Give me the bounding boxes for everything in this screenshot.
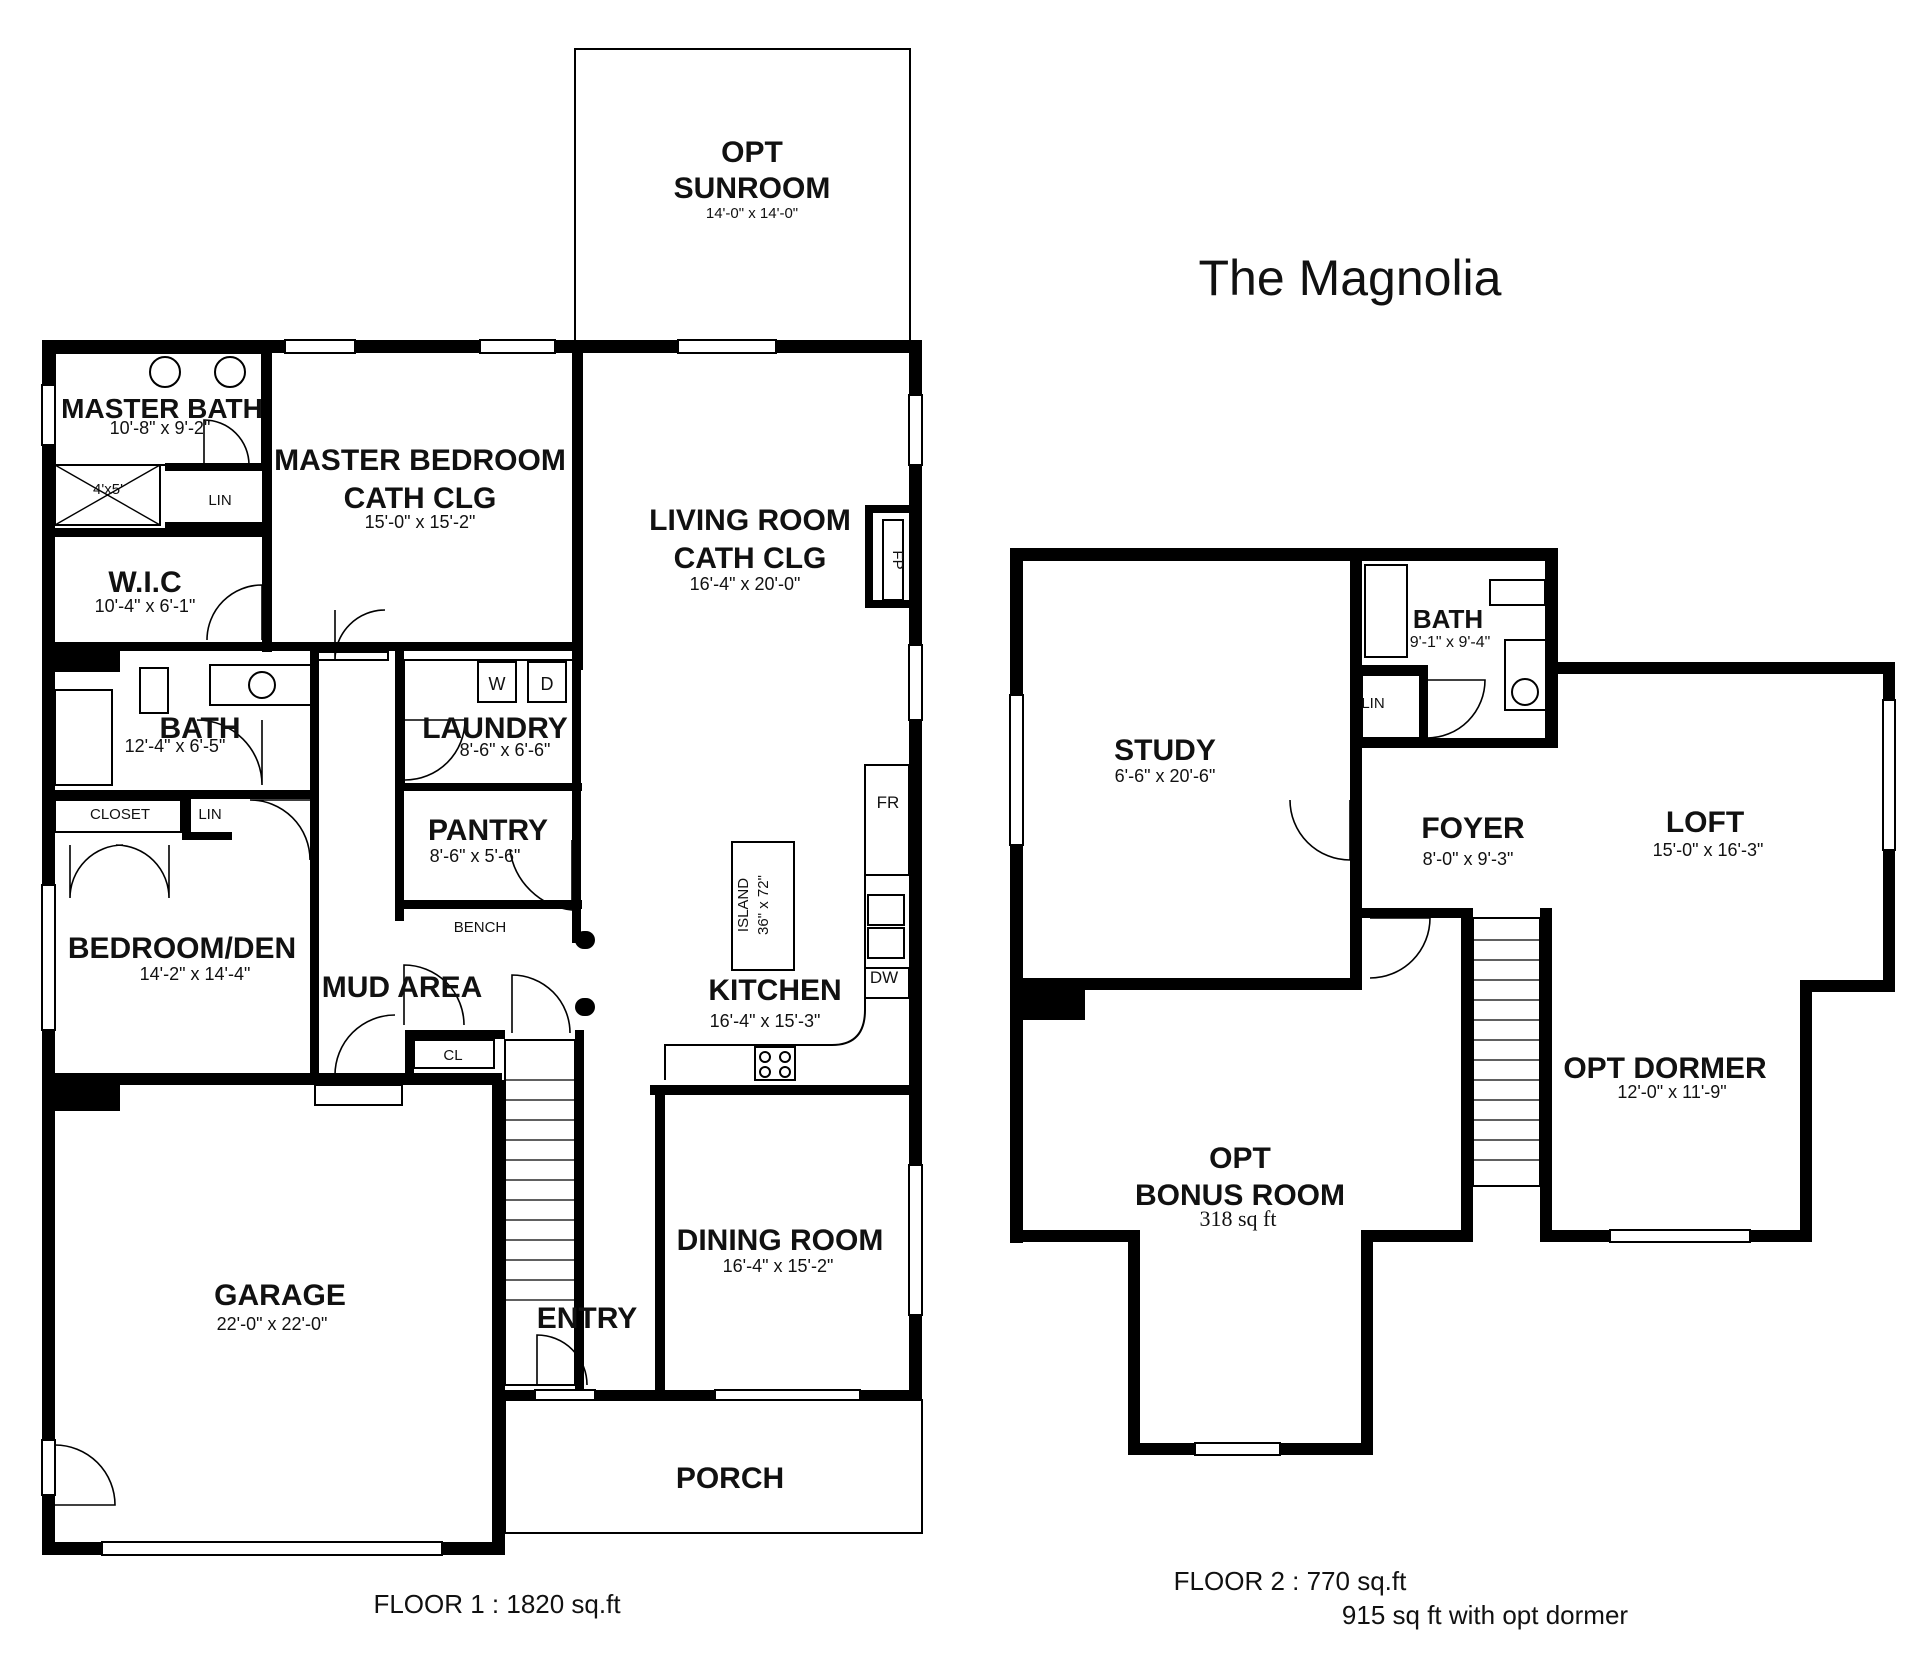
study-label: STUDY <box>1114 734 1216 767</box>
floor-2-caption: FLOOR 2 : 770 sq.ft <box>1174 1566 1407 1596</box>
coat-closet-label: CL <box>443 1047 462 1064</box>
porch-label: PORCH <box>676 1462 784 1495</box>
bedroom-den-label: BEDROOM/DEN <box>68 932 296 965</box>
living-room-ceiling-label: CATH CLG <box>674 542 827 575</box>
linen-closet-1-label: LIN <box>208 492 231 509</box>
master-bedroom-dimensions: 15'-0" x 15'-2" <box>365 512 476 532</box>
floor-2-exterior-walls <box>1010 548 1895 1455</box>
sunroom-label: SUNROOM <box>674 172 831 205</box>
living-room-label: LIVING ROOM <box>649 504 851 537</box>
shower-label: 4'x5' <box>93 481 123 498</box>
opt-dormer-dimensions: 12'-0" x 11'-9" <box>1617 1082 1726 1102</box>
foyer-dimensions: 8'-0" x 9'-3" <box>1423 849 1514 869</box>
bedroom-den-dimensions: 14'-2" x 14'-4" <box>140 964 251 984</box>
floor-2-stairs <box>1472 917 1541 1187</box>
upper-bath-label: BATH <box>1413 604 1483 634</box>
fridge-label: FR <box>877 793 900 812</box>
floor-1-fixtures <box>54 352 910 1081</box>
labels: The Magnolia OPT SUNROOM 14'-0" x 14'-0"… <box>61 136 1767 1630</box>
wic-dimensions: 10'-4" x 6'-1" <box>95 596 196 616</box>
upper-bath-dimensions: 9'-1" x 9'-4" <box>1410 634 1491 651</box>
entry-label: ENTRY <box>537 1302 638 1335</box>
garage-dimensions: 22'-0" x 22'-0" <box>217 1314 328 1334</box>
living-room-dimensions: 16'-4" x 20'-0" <box>690 574 801 594</box>
opt-dormer-label: OPT DORMER <box>1563 1052 1767 1085</box>
master-bedroom-label: MASTER BEDROOM <box>274 444 566 477</box>
study-dimensions: 6'-6" x 20'-6" <box>1115 766 1216 786</box>
bench-label: BENCH <box>454 919 507 936</box>
linen-closet-2-label: LIN <box>198 806 221 823</box>
upper-linen-label: LIN <box>1361 695 1384 712</box>
closet-label: CLOSET <box>90 806 150 823</box>
washer-label: W <box>489 674 506 694</box>
wic-label: W.I.C <box>108 566 181 599</box>
floor-2-interior-walls <box>1010 548 1557 1020</box>
dining-room-label: DINING ROOM <box>677 1224 884 1257</box>
floor-1-interior-walls <box>42 340 920 1390</box>
bonus-room-label: BONUS ROOM <box>1135 1179 1345 1212</box>
floor-2-caption-dormer: 915 sq ft with opt dormer <box>1342 1600 1628 1630</box>
laundry-dimensions: 8'-6" x 6'-6" <box>460 740 551 760</box>
floor-2-windows <box>1009 694 1896 1456</box>
dining-room-dimensions: 16'-4" x 15'-2" <box>723 1256 834 1276</box>
bath-label: BATH <box>159 712 240 745</box>
floor-2-fixtures <box>1361 564 1548 739</box>
floor-1-caption: FLOOR 1 : 1820 sq.ft <box>373 1589 621 1619</box>
floor-2-doors <box>1289 679 1486 979</box>
loft-dimensions: 15'-0" x 16'-3" <box>1653 840 1764 860</box>
dishwasher-label: DW <box>870 968 898 987</box>
floor-1-plan <box>41 48 923 1556</box>
bath-dimensions: 12'-4" x 6'-5" <box>125 736 226 756</box>
sunroom-dimensions: 14'-0" x 14'-0" <box>706 205 798 222</box>
fireplace-label: FP <box>889 550 906 569</box>
master-bath-label: MASTER BATH <box>61 393 263 424</box>
island-dimensions: 36" x 72" <box>755 875 772 935</box>
floor-1-stairs <box>504 1039 576 1386</box>
floor-2-plan <box>1009 548 1896 1456</box>
bonus-room-area: 318 sq ft <box>1200 1206 1277 1231</box>
sunroom-label-opt: OPT <box>721 136 783 169</box>
kitchen-dimensions: 16'-4" x 15'-3" <box>710 1011 821 1031</box>
island-label: ISLAND <box>735 878 752 932</box>
bonus-room-label-opt: OPT <box>1209 1142 1271 1175</box>
loft-label: LOFT <box>1666 806 1744 839</box>
plan-title: The Magnolia <box>1199 250 1502 306</box>
foyer-label: FOYER <box>1421 812 1525 845</box>
master-bedroom-ceiling-label: CATH CLG <box>344 482 497 515</box>
mud-area-label: MUD AREA <box>322 971 483 1004</box>
porch-outline <box>504 1399 923 1534</box>
pantry-dimensions: 8'-6" x 5'-6" <box>430 846 521 866</box>
laundry-label: LAUNDRY <box>422 712 568 745</box>
kitchen-label: KITCHEN <box>708 974 841 1007</box>
garage-label: GARAGE <box>214 1279 346 1312</box>
pantry-label: PANTRY <box>428 814 548 847</box>
master-bath-dimensions: 10'-8" x 9'-2" <box>110 418 211 438</box>
floor-1-windows <box>41 339 923 1556</box>
dryer-label: D <box>541 674 554 694</box>
floor-1-doors <box>54 419 588 1506</box>
